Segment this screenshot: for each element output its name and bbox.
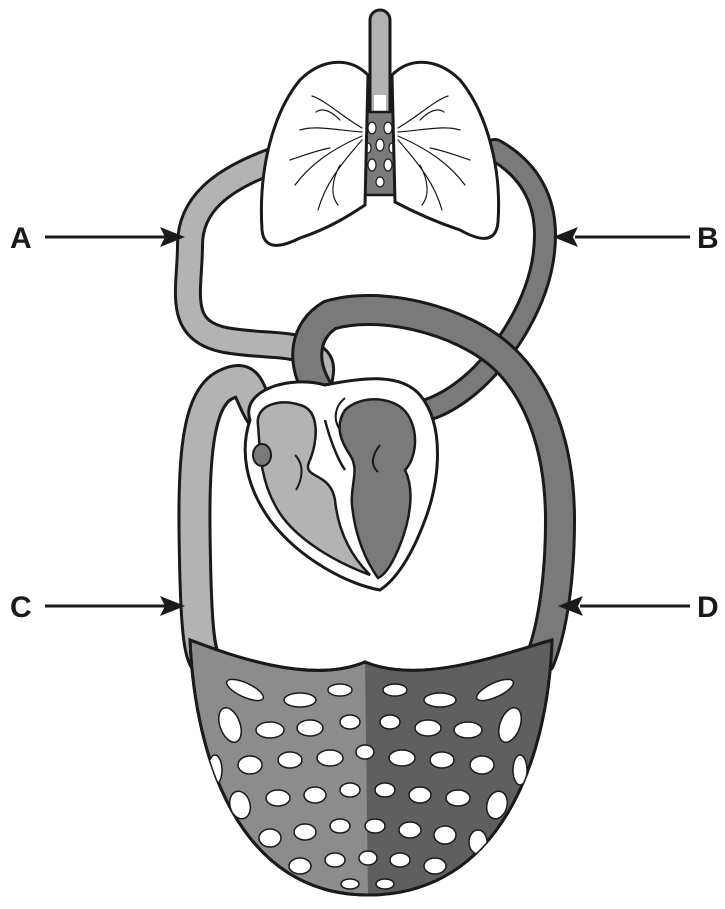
- pointer-d: [558, 596, 690, 616]
- label-a: A: [10, 222, 32, 255]
- label-b: B: [697, 222, 719, 255]
- capillary-bed: [190, 640, 552, 895]
- pointer-b: [553, 227, 690, 247]
- left-lung: [261, 62, 368, 245]
- label-d: D: [697, 591, 719, 624]
- pointer-c: [45, 596, 185, 616]
- right-lung: [392, 62, 499, 238]
- label-c: C: [10, 591, 32, 624]
- pointer-a: [45, 227, 185, 247]
- heart: [245, 379, 437, 590]
